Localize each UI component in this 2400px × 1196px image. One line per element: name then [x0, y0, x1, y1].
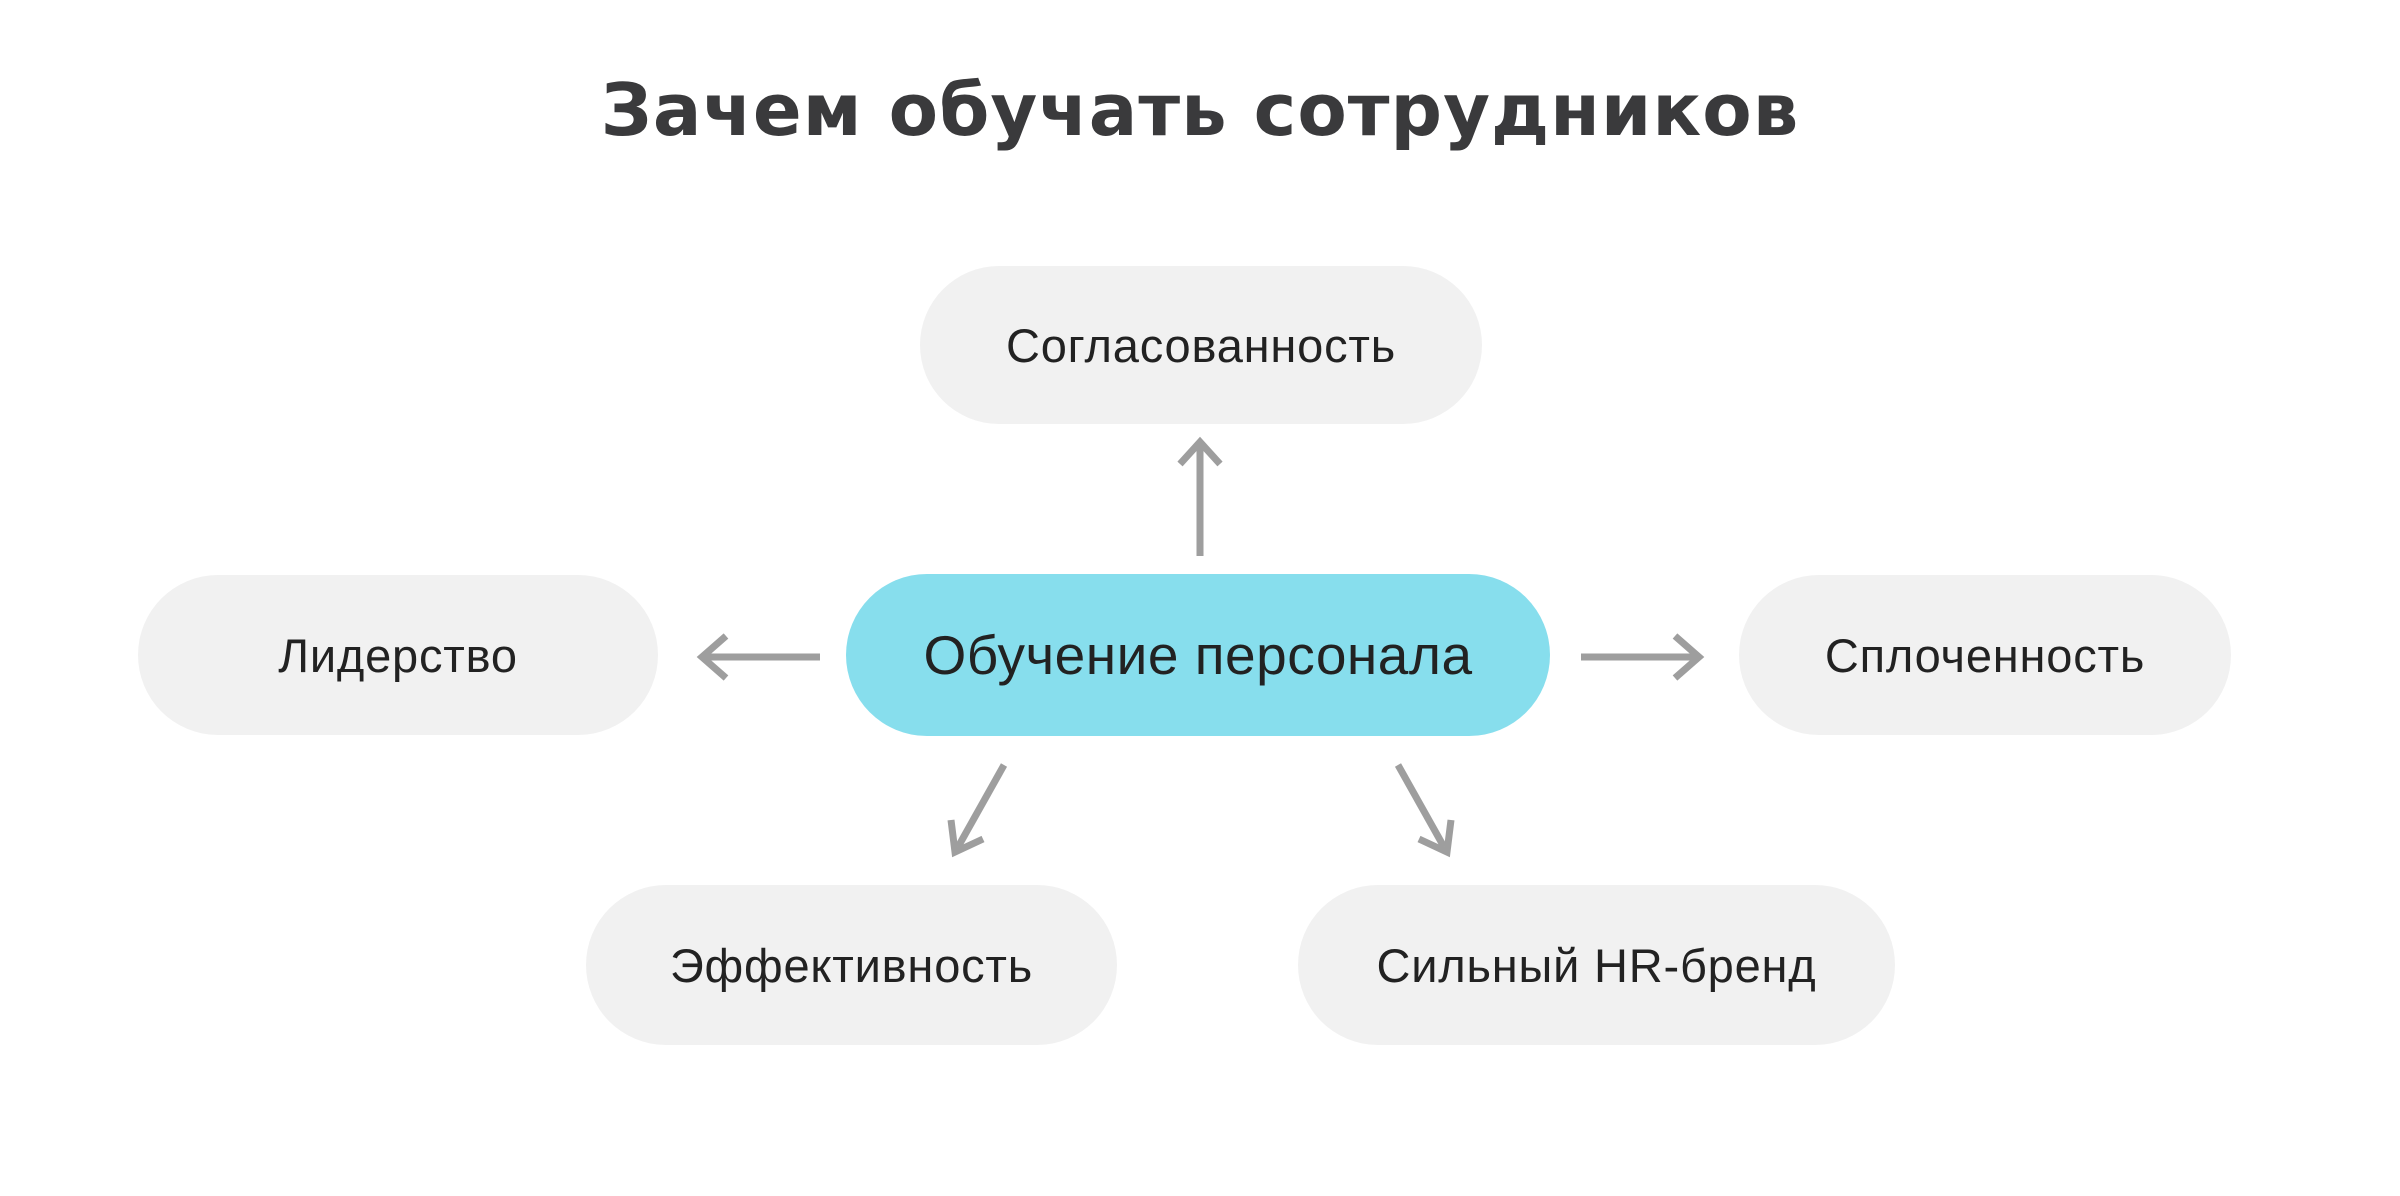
arrow-left-icon	[696, 633, 820, 681]
node-label: Эффективность	[669, 938, 1034, 992]
arrow-down-right-icon	[1394, 763, 1455, 858]
connector-center-to-right	[1578, 627, 1713, 687]
arrow-right-icon	[1581, 633, 1705, 681]
connector-center-to-bottom-left	[930, 757, 1020, 862]
node-label: Лидерство	[278, 628, 518, 682]
arrow-up-icon	[1177, 436, 1223, 556]
node-label: Согласованность	[1005, 318, 1397, 372]
node-left: Лидерство	[138, 575, 658, 735]
node-bottom-left: Эффективность	[586, 885, 1117, 1045]
node-label: Сильный HR-бренд	[1376, 938, 1817, 992]
arrow-down-left-icon	[947, 763, 1008, 858]
node-right: Сплоченность	[1739, 575, 2231, 735]
page-title: Зачем обучать сотрудников	[600, 68, 1800, 152]
connector-center-to-top	[1170, 428, 1230, 558]
node-top: Согласованность	[920, 266, 1482, 424]
connector-center-to-bottom-right	[1382, 757, 1472, 862]
node-bottom-right: Сильный HR-бренд	[1298, 885, 1895, 1045]
node-label: Сплоченность	[1824, 628, 2146, 682]
center-node-label: Обучение персонала	[923, 624, 1473, 686]
connector-center-to-left	[688, 627, 823, 687]
node-center: Обучение персонала	[846, 574, 1550, 736]
